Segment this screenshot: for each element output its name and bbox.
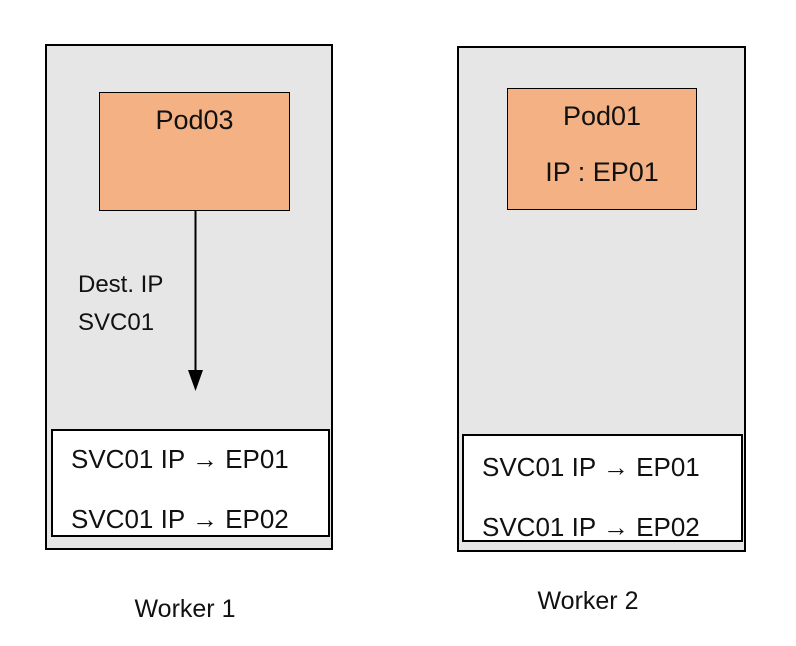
- arrow-label: Dest. IP SVC01: [78, 266, 163, 342]
- pod03-label: Pod03: [155, 105, 234, 135]
- worker1-routing-table: SVC01 IP → EP01 SVC01 IP → EP02: [51, 429, 330, 537]
- pod01-label: Pod01: [562, 101, 642, 131]
- pod01-box: Pod01 IP : EP01: [507, 88, 697, 210]
- arrow-label-line2: SVC01: [78, 309, 155, 336]
- worker1-node-inner: Pod03 Dest. IP SVC01 SVC01 IP → EP01 SVC…: [47, 46, 331, 548]
- routing-table-row: SVC01 IP → EP02: [482, 511, 700, 542]
- worker1-label: Worker 1: [134, 595, 236, 623]
- worker2-node: Pod01 IP : EP01 SVC01 IP → EP01 SVC01 IP…: [457, 46, 746, 552]
- pod03-box: Pod03: [99, 92, 290, 211]
- worker2-label: Worker 2: [537, 587, 639, 615]
- worker2-routing-table: SVC01 IP → EP01 SVC01 IP → EP02: [462, 434, 743, 542]
- worker2-node-inner: Pod01 IP : EP01 SVC01 IP → EP01 SVC01 IP…: [459, 48, 744, 550]
- worker1-node: Pod03 Dest. IP SVC01 SVC01 IP → EP01 SVC…: [45, 44, 333, 550]
- routing-arrow-icon: [188, 211, 203, 391]
- pod01-ip-label: IP : EP01: [545, 157, 659, 187]
- routing-table-row: SVC01 IP → EP02: [71, 503, 289, 534]
- routing-table-row: SVC01 IP → EP01: [71, 443, 289, 474]
- routing-table-row: SVC01 IP → EP01: [482, 451, 700, 482]
- arrow-label-line1: Dest. IP: [78, 271, 164, 298]
